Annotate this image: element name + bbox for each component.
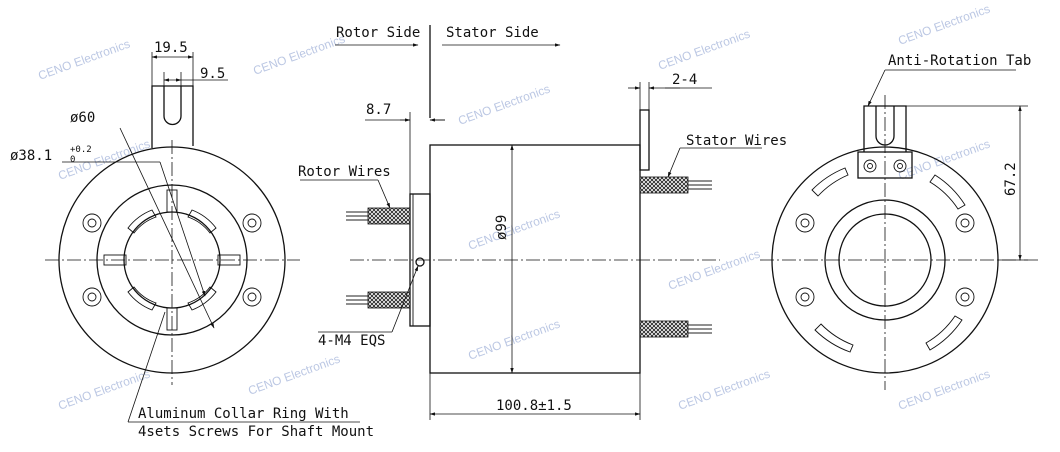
stator-wires-label: Stator Wires [686, 133, 787, 149]
dim-bore-tol-lower: 0 [70, 155, 75, 165]
left-end-view [45, 52, 360, 423]
collar-label-line1: Aluminum Collar Ring With [138, 406, 349, 422]
dim-length: 100.8±1.5 [496, 398, 572, 414]
side-view [300, 25, 762, 420]
dim-tab-height: 67.2 [1003, 162, 1019, 196]
watermark: CENO Electronics [896, 2, 992, 48]
rotor-side-label: Rotor Side [336, 25, 420, 41]
dim-bore-tol-upper: +0.2 [70, 145, 92, 155]
watermark: CENO Electronics [676, 367, 772, 413]
watermark: CENO Electronics [656, 27, 752, 73]
stator-side-label: Stator Side [446, 25, 539, 41]
watermark: CENO Electronics [896, 367, 992, 413]
anti-rotation-tab-label: Anti-Rotation Tab [888, 53, 1031, 69]
watermark: CENO Electronics [251, 32, 347, 78]
watermark: CENO Electronics [466, 207, 562, 253]
watermark: CENO Electronics [246, 352, 342, 398]
dim-bore-dia: ø38.1 [10, 148, 52, 164]
screws-label: 4-M4 EQS [318, 333, 385, 349]
dim-outer-dia: ø60 [70, 110, 95, 126]
watermark: CENO Electronics [466, 317, 562, 363]
dim-body-dia: ø99 [494, 215, 510, 240]
dim-tab-thickness: 2-4 [672, 72, 697, 88]
dim-flange-thickness: 8.7 [366, 102, 391, 118]
rotor-wires-label: Rotor Wires [298, 164, 391, 180]
watermark: CENO Electronics [456, 82, 552, 128]
watermark: CENO Electronics [666, 247, 762, 293]
right-end-view [760, 69, 1040, 390]
collar-label-line2: 4sets Screws For Shaft Mount [138, 424, 374, 440]
dim-slot-width: 9.5 [200, 66, 225, 82]
watermark: CENO Electronics [896, 137, 992, 183]
watermark: CENO Electronics [36, 37, 132, 83]
dim-tab-width: 19.5 [154, 40, 188, 56]
